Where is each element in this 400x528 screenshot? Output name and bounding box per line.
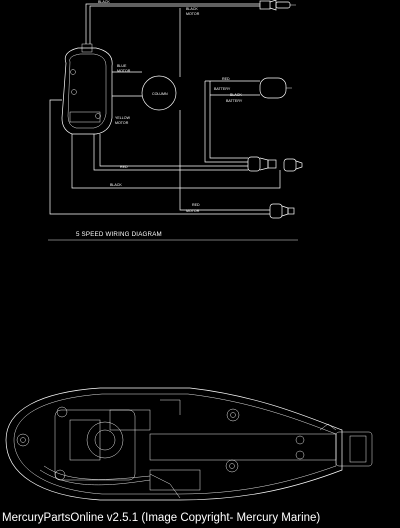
battery-connector (259, 77, 292, 99)
label-black-top: BLACK (98, 0, 110, 4)
column-circle (141, 75, 177, 111)
label-yellow: YELLOW (115, 116, 131, 120)
connector-middle (247, 156, 303, 172)
motor-head-top-view (5, 387, 373, 501)
copyright-caption: MercuryPartsOnline v2.5.1 (Image Copyrig… (2, 512, 321, 524)
speed-switch (61, 43, 113, 135)
label-battery-red: BATTERY (214, 87, 231, 91)
diagram-labels: BLACK BLACK MOTOR BLUE MOTOR COLUMN YELL… (98, 0, 243, 213)
diagram-title: 5 SPEED WIRING DIAGRAM (76, 231, 162, 238)
label-black-motor-top: BLACK (186, 7, 198, 11)
label-red-battery: RED (222, 77, 230, 81)
label-motor-lower: MOTOR (186, 209, 200, 213)
label-column: COLUMN (152, 92, 168, 96)
label-blue-motor: MOTOR (117, 69, 131, 73)
label-motor-top: MOTOR (186, 12, 200, 16)
label-blue: BLUE (117, 64, 127, 68)
connector-lower (269, 203, 295, 219)
wires (49, 3, 281, 215)
connector-top (259, 0, 296, 11)
label-black-battery: BLACK (230, 93, 242, 97)
label-yellow-motor: MOTOR (115, 121, 129, 125)
label-black-lower: BLACK (110, 183, 122, 187)
label-red-lower: RED (192, 203, 200, 207)
label-red-middle: RED (120, 165, 128, 169)
label-battery-black: BATTERY (226, 99, 243, 103)
